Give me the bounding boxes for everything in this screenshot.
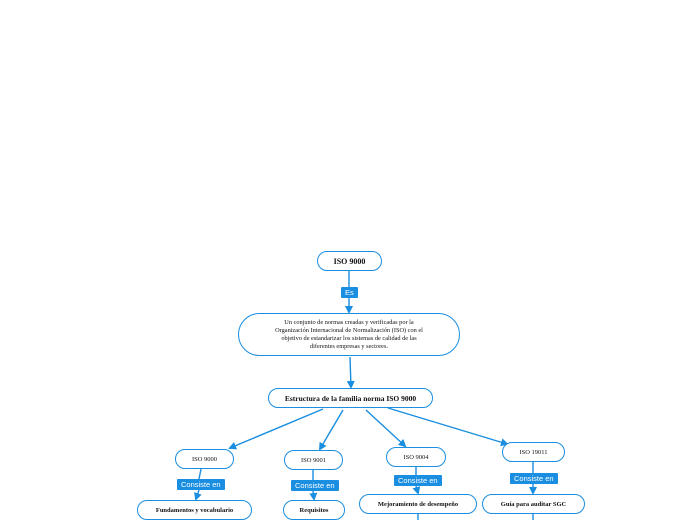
description-node-guia-auditar[interactable]: Guía para auditar SGC xyxy=(482,494,585,514)
family-to-iso9000-arrow xyxy=(228,408,324,450)
family-structure-node[interactable]: Estructura de la familia norma ISO 9000 xyxy=(268,388,433,408)
family-to-iso19011-arrow xyxy=(387,407,509,447)
standard-label: ISO 9001 xyxy=(300,456,327,464)
standard-label: ISO 19011 xyxy=(519,448,548,456)
root-title: ISO 9000 xyxy=(333,256,366,266)
description-node-fundamentos[interactable]: Fundamentos y vocabulario xyxy=(137,500,252,520)
branch-link-label: Consiste en xyxy=(394,475,442,486)
standard-label: ISO 9004 xyxy=(403,453,429,461)
label-to-requisitos-arrow xyxy=(309,490,318,501)
branch-link-label: Consiste en xyxy=(510,473,558,484)
definition-node[interactable]: Un conjunto de normas creadas y verifica… xyxy=(238,313,460,356)
standard-node-iso-9001[interactable]: ISO 9001 xyxy=(284,450,343,470)
description-node-mejoramiento[interactable]: Mejoramiento de desempeño xyxy=(359,494,477,514)
root-node[interactable]: ISO 9000 xyxy=(317,251,382,271)
description-label: Fundamentos y vocabulario xyxy=(155,506,234,514)
description-node-requisitos[interactable]: Requisitos xyxy=(283,500,345,520)
branch-link-label: Consiste en xyxy=(177,479,225,490)
iso9000-to-label-line xyxy=(198,468,202,480)
branch-link-label: Consiste en xyxy=(291,480,339,491)
description-label: Guía para auditar SGC xyxy=(500,500,567,508)
label-to-mejoramiento-arrow xyxy=(412,485,421,495)
label-to-fundamentos-arrow xyxy=(194,489,202,501)
description-label: Requisitos xyxy=(299,506,329,514)
standard-node-iso-9004[interactable]: ISO 9004 xyxy=(386,447,446,467)
definition-to-family-arrow xyxy=(346,356,355,389)
family-structure-title: Estructura de la familia norma ISO 9000 xyxy=(284,393,417,403)
standard-node-iso-9000[interactable]: ISO 9000 xyxy=(175,449,234,469)
root-link-label: Es xyxy=(341,287,358,298)
standard-node-iso-19011[interactable]: ISO 19011 xyxy=(502,442,565,462)
family-to-iso9004-arrow xyxy=(365,409,407,448)
description-label: Mejoramiento de desempeño xyxy=(377,500,459,508)
definition-text: Un conjunto de normas creadas y verifica… xyxy=(275,318,423,350)
standard-label: ISO 9000 xyxy=(191,455,218,463)
family-to-iso9001-arrow xyxy=(318,409,344,451)
